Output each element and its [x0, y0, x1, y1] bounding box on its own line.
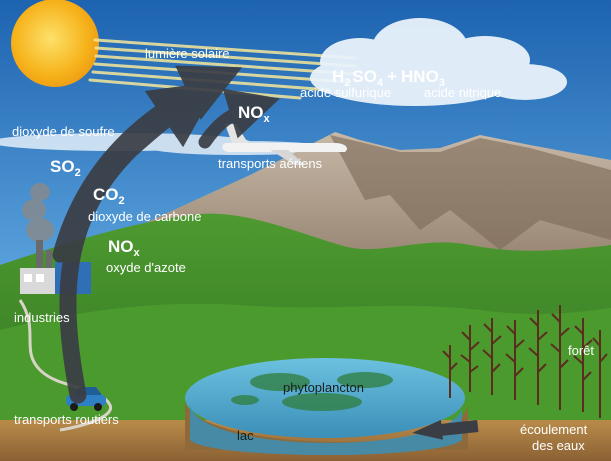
label-sulfur-dioxide: dioxyde de soufre [12, 124, 115, 139]
emission-arrows [52, 65, 280, 404]
label-industries: industries [14, 310, 70, 325]
cloud-icon [310, 18, 567, 106]
label-air-transport: transports aériens [218, 156, 323, 171]
forest [442, 305, 608, 418]
arrow-industry [52, 65, 243, 263]
sun-icon [11, 0, 99, 87]
runoff-arrow [412, 419, 479, 440]
label-nitric-acid: acide nitrique [424, 85, 501, 100]
label-sunlight: lumière solaire [145, 46, 230, 61]
label-so2: SO2 [50, 157, 81, 179]
tree-icon [550, 305, 570, 410]
tree-icon [528, 310, 548, 405]
tree-icon [592, 330, 608, 418]
label-nitrogen-oxide: oxyde d'azote [106, 260, 186, 275]
label-forest: forêt [568, 343, 594, 358]
label-sulfuric-acid: acide sulfurique [300, 85, 391, 100]
lake [185, 358, 465, 455]
label-nox-ground: NOx [108, 237, 141, 259]
arrow-road [59, 80, 221, 404]
arrow-air [198, 88, 280, 149]
label-lake: lac [237, 428, 254, 443]
tree-icon [460, 325, 480, 392]
tree-icon [573, 318, 593, 412]
label-runoff-line1: écoulement [520, 422, 588, 437]
label-runoff-line2: des eaux [532, 438, 585, 453]
tree-icon [442, 345, 458, 398]
tree-icon [482, 318, 502, 395]
label-co2: CO2 [93, 185, 125, 207]
label-road-transport: transports routiers [14, 412, 119, 427]
phytoplankton-patches [231, 372, 393, 411]
label-nox-air: NOx [238, 103, 271, 125]
label-carbon-dioxide: dioxyde de carbone [88, 209, 201, 224]
label-phytoplankton: phytoplancton [283, 380, 364, 395]
tree-icon [505, 320, 525, 400]
